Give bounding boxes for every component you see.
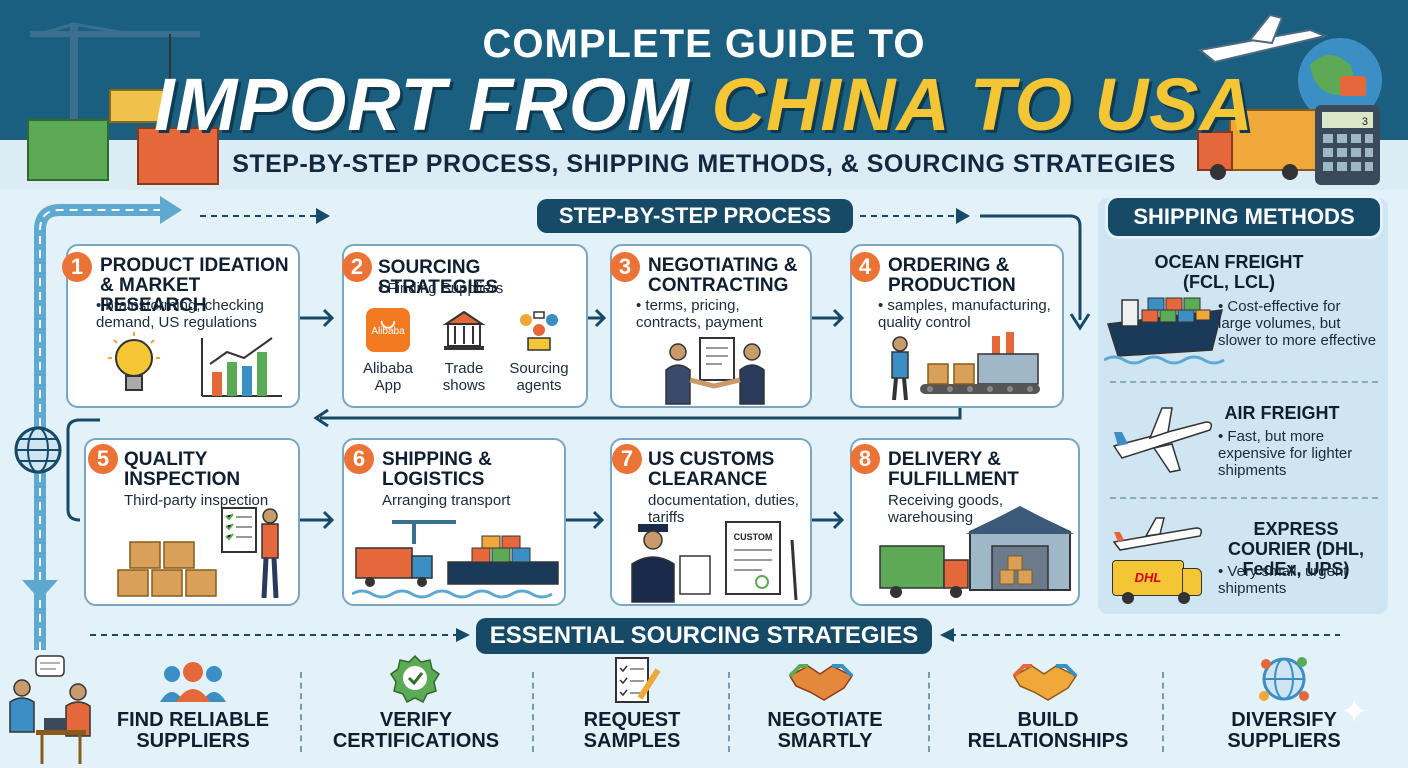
sourcing-agents-label: Sourcing agents bbox=[509, 360, 569, 394]
page-subtitle: STEP-BY-STEP PROCESS, SHIPPING METHODS, … bbox=[232, 150, 1176, 178]
customs-officer-icon: CUSTOM bbox=[631, 521, 798, 603]
strategy-find-reliable-suppliers: FIND RELIABLE SUPPLIERS bbox=[116, 709, 270, 752]
step-card-5: 5 QUALITY INSPECTION Third-party inspect… bbox=[84, 438, 300, 606]
title-line-2: IMPORT FROM CHINA TO USA bbox=[0, 62, 1408, 147]
process-section-pill: STEP-BY-STEP PROCESS bbox=[537, 199, 853, 233]
divider bbox=[928, 672, 930, 752]
custom-form-label: CUSTOM bbox=[734, 532, 773, 542]
strategy-request-samples: REQUEST SAMPLES bbox=[583, 709, 681, 752]
step-number-badge: 8 bbox=[850, 444, 880, 474]
step-card-6: 6 SHIPPING & LOGISTICS Arranging transpo… bbox=[342, 438, 566, 606]
sparkle-icon: ✦ bbox=[1340, 693, 1369, 731]
globe-icon bbox=[14, 426, 62, 474]
van-wheel bbox=[1178, 592, 1190, 604]
van-wheel bbox=[1122, 592, 1134, 604]
step-number-badge: 1 bbox=[62, 252, 92, 282]
dhl-logo-text: DHL bbox=[1134, 570, 1162, 585]
small-plane-icon bbox=[1112, 517, 1203, 551]
airplane-icon bbox=[1112, 407, 1213, 473]
shipping-section-pill: SHIPPING METHODS bbox=[1108, 198, 1380, 236]
step-title: US CUSTOMS CLEARANCE bbox=[648, 449, 775, 490]
step-description: Receiving goods, warehousing bbox=[888, 492, 1004, 526]
calculator-display: 3 bbox=[1362, 116, 1368, 128]
step-number-badge: 6 bbox=[344, 444, 374, 474]
step-description: documentation, duties, tariffs bbox=[648, 492, 799, 526]
step-card-7: 7 US CUSTOMS CLEARANCE documentation, du… bbox=[610, 438, 812, 606]
express-courier-desc: • Very small, urgent shipments bbox=[1218, 563, 1348, 597]
step-number-badge: 4 bbox=[850, 252, 880, 282]
strategies-connector-lines bbox=[90, 628, 1340, 642]
step-card-1: 1 PRODUCT IDEATION & MARKET RESEARCH • b… bbox=[62, 244, 300, 408]
people-group-icon bbox=[160, 662, 226, 702]
dhl-van-icon: DHL bbox=[1112, 560, 1184, 596]
subtitle-band bbox=[0, 140, 1408, 190]
step-description: • brainstorming, checking demand, US reg… bbox=[96, 297, 264, 331]
handshake-contract-icon bbox=[665, 337, 765, 405]
strategy-negotiate-smartly: NEGOTIATE SMARTLY bbox=[767, 709, 883, 752]
divider bbox=[532, 672, 534, 752]
strategy-build-relationships: BUILD RELATIONSHIPS bbox=[967, 709, 1129, 752]
air-freight-title: AIR FREIGHT bbox=[1224, 403, 1340, 423]
handshake-icon bbox=[788, 664, 854, 701]
step-title: QUALITY INSPECTION bbox=[124, 449, 241, 490]
ocean-freight-desc: • Cost-effective for large volumes, but … bbox=[1218, 298, 1377, 349]
alibaba-app-label: Alibaba App bbox=[362, 360, 414, 394]
factory-conveyor-icon bbox=[891, 332, 1040, 401]
step-number-badge: 5 bbox=[88, 444, 118, 474]
strategies-section-pill: ESSENTIAL SOURCING STRATEGIES bbox=[476, 618, 932, 654]
step-description: • samples, manufacturing, quality contro… bbox=[878, 297, 1051, 331]
divider bbox=[1162, 672, 1164, 752]
checklist-pencil-icon bbox=[615, 657, 661, 703]
step-title: NEGOTIATING & CONTRACTING bbox=[648, 255, 798, 296]
truck-ship-crane-icon bbox=[352, 520, 559, 599]
step-card-8: 8 DELIVERY & FULFILLMENT Receiving goods… bbox=[850, 438, 1080, 606]
process-flow-lines bbox=[22, 196, 1091, 650]
step-title: SHIPPING & LOGISTICS bbox=[382, 449, 492, 490]
step-card-2: 2 SOURCING STRATEGIES • Finding Supplier… bbox=[342, 244, 588, 408]
inspection-boxes-icon bbox=[117, 507, 279, 599]
strategy-verify-certifications: VERIFY CERTIFICATIONS bbox=[332, 709, 500, 752]
globe-network-icon bbox=[1259, 657, 1309, 701]
step-description: • terms, pricing, contracts, payment bbox=[636, 297, 763, 331]
delivery-warehouse-icon bbox=[879, 506, 1074, 598]
express-courier-title: EXPRESS COURIER (DHL, FedEx, UPS) bbox=[1228, 519, 1364, 579]
step-title: ORDERING & PRODUCTION bbox=[888, 255, 1016, 296]
ocean-freight-title: OCEAN FREIGHT (FCL, LCL) bbox=[1154, 252, 1304, 292]
people-meeting-icon bbox=[9, 655, 91, 764]
step-card-3: 3 NEGOTIATING & CONTRACTING • terms, pri… bbox=[610, 244, 812, 408]
divider bbox=[728, 672, 730, 752]
step-title: SOURCING STRATEGIES bbox=[378, 257, 498, 298]
step-title: PRODUCT IDEATION & MARKET RESEARCH bbox=[100, 255, 289, 316]
step-description: • Finding Suppliers bbox=[378, 280, 504, 297]
title-line-1: COMPLETE GUIDE TO bbox=[482, 22, 926, 66]
step-number-badge: 7 bbox=[612, 444, 642, 474]
cargo-ship-icon bbox=[1104, 297, 1225, 365]
alibaba-logo-text: Alibaba bbox=[371, 326, 405, 337]
step-number-badge: 2 bbox=[342, 252, 372, 282]
step-card-4: 4 ORDERING & PRODUCTION • samples, manuf… bbox=[850, 244, 1064, 408]
step-description: Third-party inspection bbox=[124, 492, 269, 509]
trade-shows-label: Trade shows bbox=[442, 360, 486, 394]
dhl-van-cab bbox=[1182, 568, 1202, 596]
divider bbox=[1110, 381, 1378, 383]
divider bbox=[300, 672, 302, 752]
plane-globe-truck-icon: 3 bbox=[1197, 13, 1382, 185]
title-china-usa: CHINA TO USA bbox=[711, 63, 1254, 146]
certificate-badge-icon bbox=[390, 654, 440, 704]
divider bbox=[1110, 497, 1378, 499]
sourcing-agents-icon bbox=[520, 311, 558, 351]
title-import-from: IMPORT FROM bbox=[154, 63, 712, 146]
strategy-diversify-suppliers: DIVERSIFY SUPPLIERS bbox=[1227, 709, 1341, 752]
step-title: DELIVERY & FULFILLMENT bbox=[888, 449, 1019, 490]
lightbulb-chart-icon bbox=[108, 332, 282, 397]
air-freight-desc: • Fast, but more expensive for lighter s… bbox=[1218, 428, 1353, 479]
port-crane-icon bbox=[27, 22, 219, 185]
handshake-icon bbox=[1012, 664, 1078, 701]
step-number-badge: 3 bbox=[610, 252, 640, 282]
alibaba-logo: ◡ Alibaba bbox=[366, 308, 410, 352]
step-description: Arranging transport bbox=[382, 492, 511, 509]
trade-show-building-icon bbox=[442, 310, 486, 350]
